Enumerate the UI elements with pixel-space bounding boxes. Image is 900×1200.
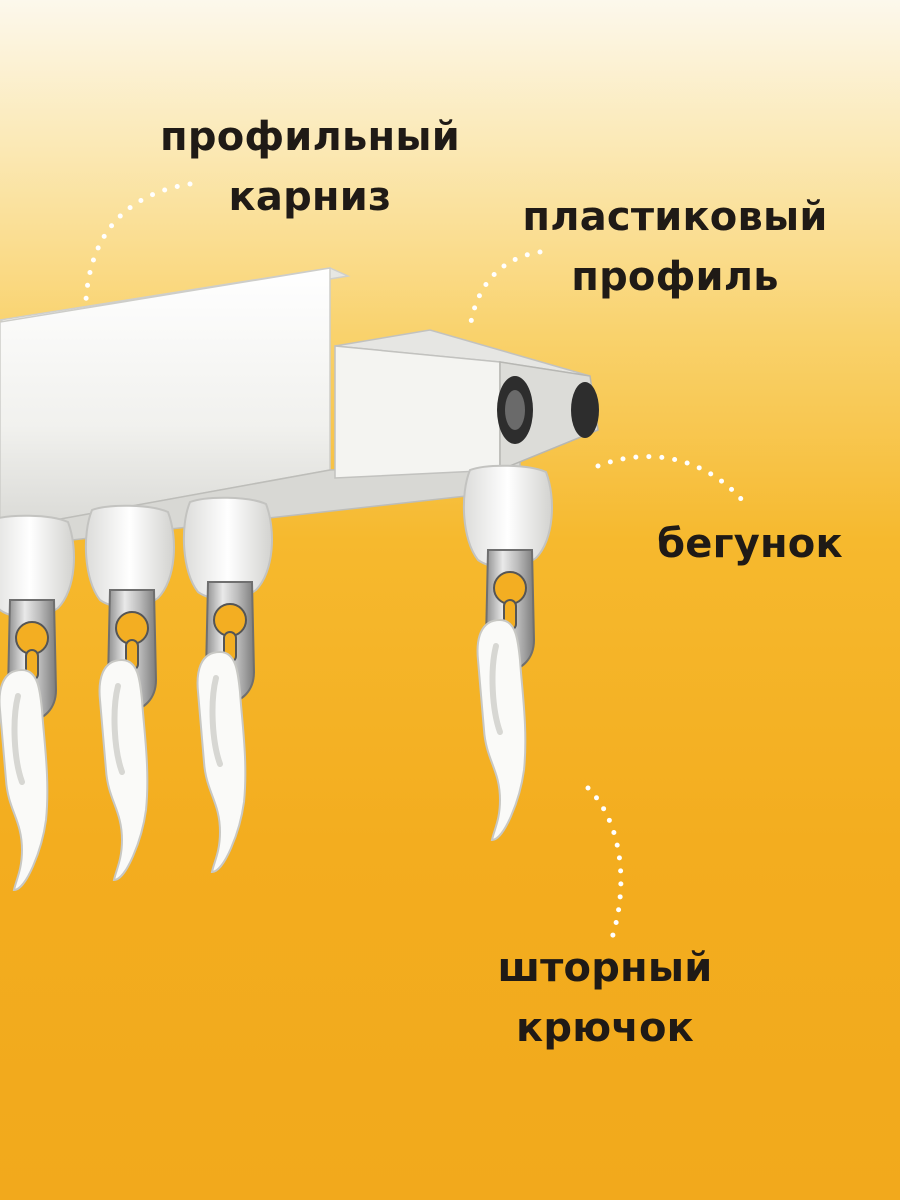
label-profile-rail: профильный карниз: [150, 107, 470, 227]
label-profile-rail-line1: профильный: [160, 114, 460, 160]
label-profile-rail-line2: карниз: [228, 174, 392, 220]
label-plastic-profile: пластиковый профиль: [510, 187, 840, 307]
callout-dots: [83, 181, 745, 941]
label-plastic-profile-line1: пластиковый: [522, 194, 828, 240]
label-curtain-hook: шторный крючок: [490, 938, 720, 1058]
label-runner: бегунок: [650, 514, 850, 574]
end-cap-front: [334, 345, 501, 479]
label-plastic-profile-line2: профиль: [571, 254, 779, 300]
label-runner-line1: бегунок: [657, 521, 843, 567]
label-curtain-hook-line2: крючок: [516, 1005, 694, 1051]
label-curtain-hook-line1: шторный: [497, 945, 713, 991]
